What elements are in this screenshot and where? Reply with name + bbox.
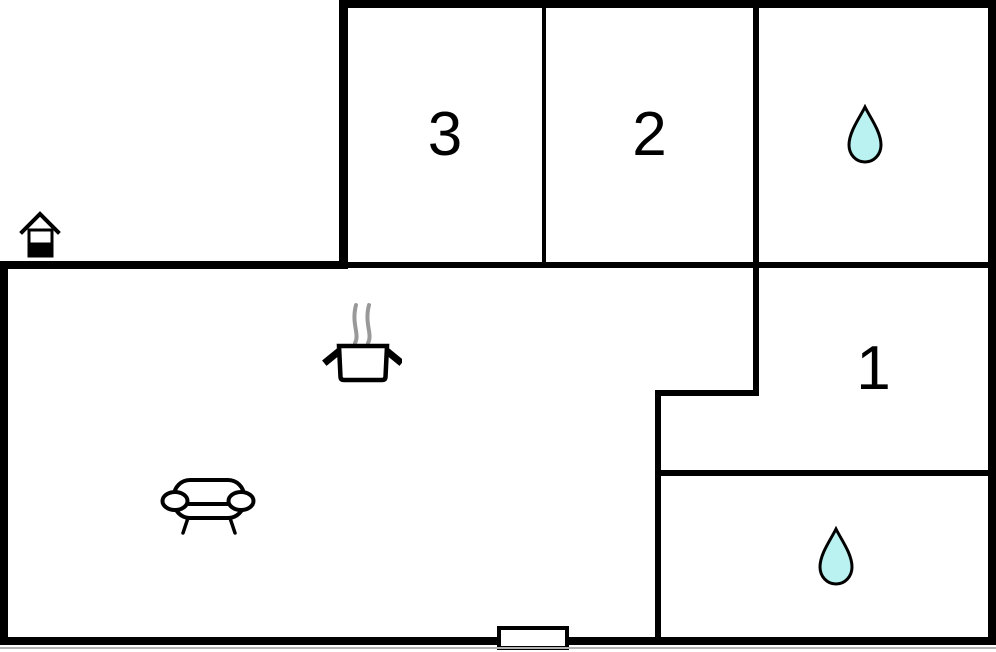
room-1: 1 <box>759 268 988 470</box>
wall-interior-horizontal-top <box>348 262 988 268</box>
wall-divider-room3-room2 <box>542 8 546 262</box>
steam-line <box>352 303 359 345</box>
room-2-label: 2 <box>632 100 667 169</box>
wall-step-horizontal <box>655 390 759 396</box>
room-2: 2 <box>546 8 753 262</box>
room-3-label: 3 <box>427 100 463 169</box>
water-drop-icon <box>818 526 854 586</box>
wall-divider-room1-bath <box>655 470 988 476</box>
room-3: 3 <box>348 8 542 262</box>
wall-top-outer <box>340 0 996 8</box>
water-drop-icon <box>847 104 883 164</box>
wall-divider-room2-bath <box>753 8 759 262</box>
house-icon <box>19 211 61 258</box>
wall-room1-left-upper <box>753 268 759 396</box>
wall-upper-left-outer <box>0 261 348 269</box>
wall-right-outer <box>988 0 996 645</box>
wall-left-outer <box>0 261 8 645</box>
steam-line <box>365 303 372 345</box>
wall-vertical-center-right <box>655 390 661 637</box>
room-1-label: 1 <box>856 334 891 403</box>
cooking-pot-icon <box>322 303 402 383</box>
wall-top-section-left-outer <box>339 0 348 269</box>
frame-line <box>0 647 996 649</box>
sofa-icon <box>160 478 256 535</box>
